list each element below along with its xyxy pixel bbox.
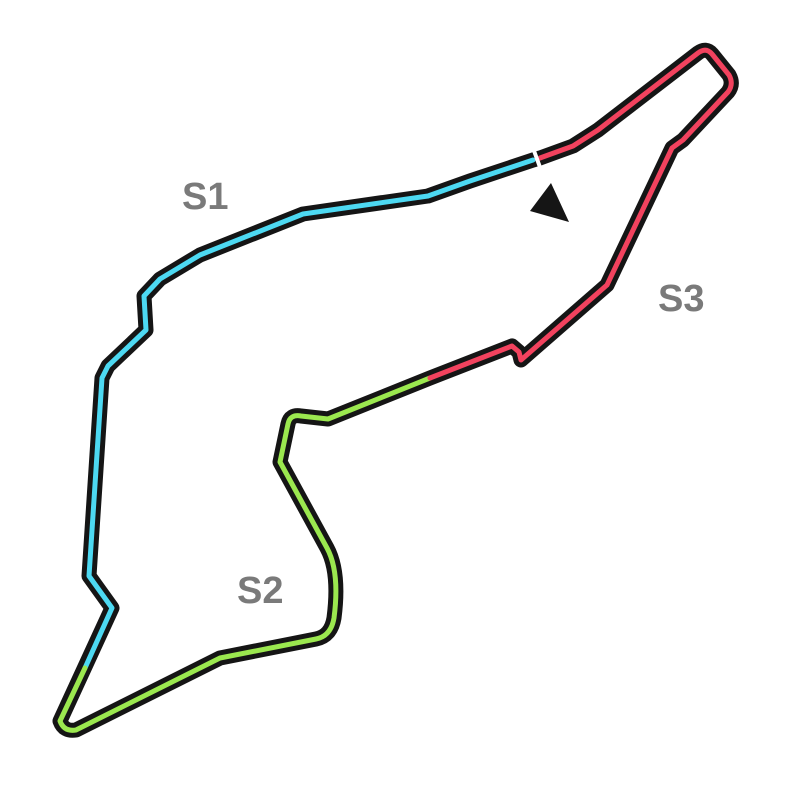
sector-3-label: S3 bbox=[658, 278, 704, 320]
sector-2-label: S2 bbox=[237, 570, 283, 612]
sector-1-label: S1 bbox=[182, 176, 228, 218]
direction-arrow-icon bbox=[530, 183, 569, 222]
sector-3-line bbox=[427, 47, 734, 381]
start-finish-line bbox=[531, 147, 543, 171]
sector-2-line bbox=[57, 375, 433, 733]
sector-1-line bbox=[82, 157, 536, 671]
